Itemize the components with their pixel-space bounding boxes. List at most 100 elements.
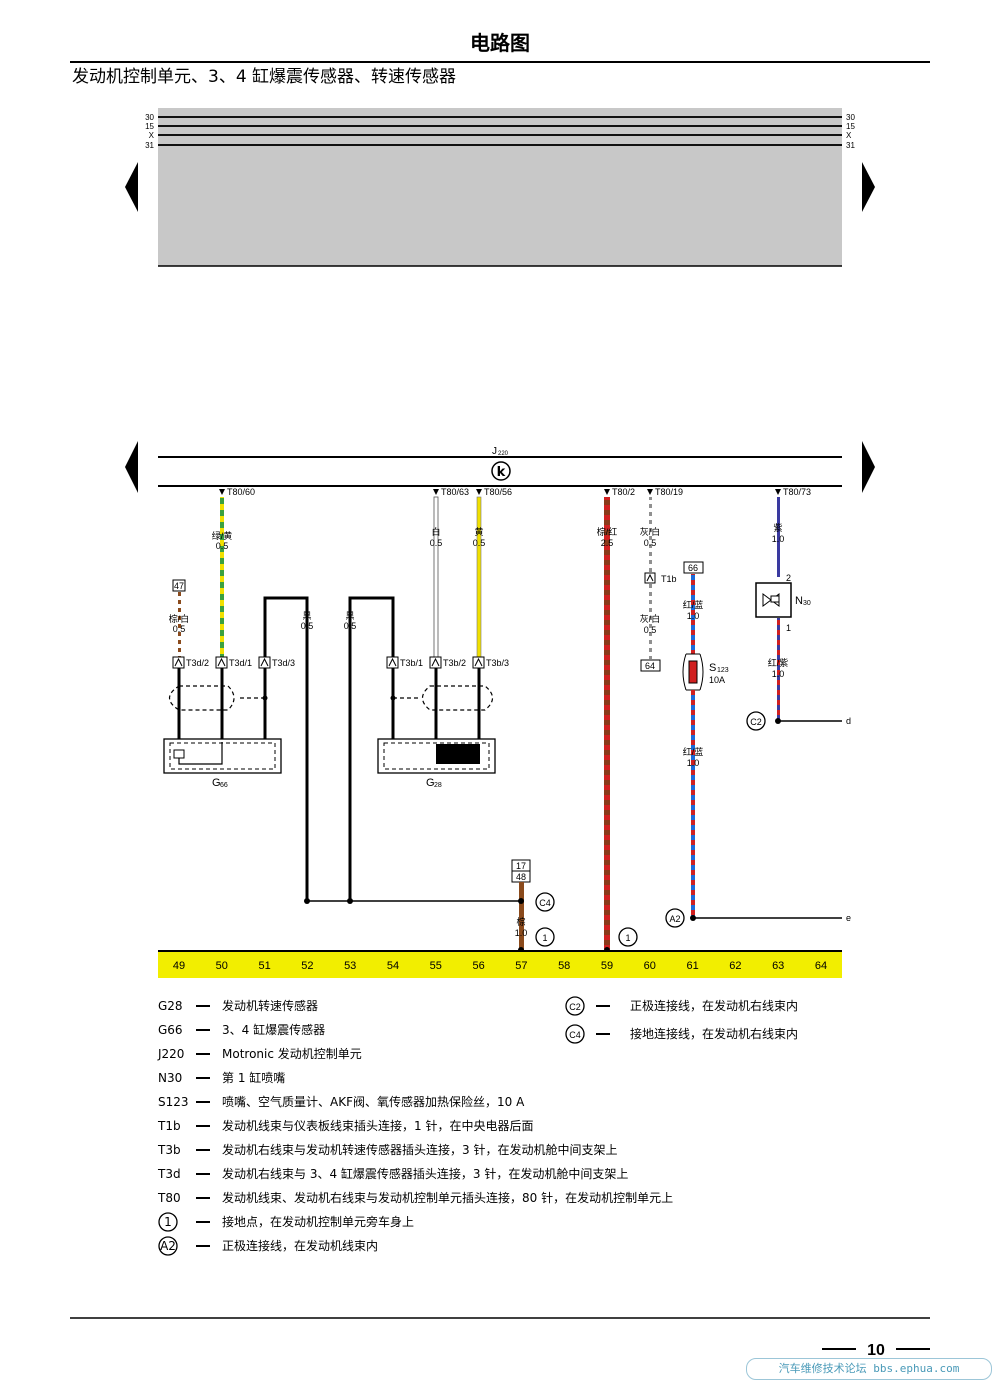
wire-gr-ws: 灰/白 0.5 T1b 灰/白 0.5 64 — [640, 497, 677, 672]
legend-code: S123 — [158, 1095, 189, 1109]
wire-br-size: 1.0 — [515, 928, 528, 938]
legend-code: T3b — [157, 1143, 181, 1157]
watermark: 汽车维修技术论坛 bbs.ephua.com — [746, 1358, 992, 1380]
legend-code: A2 — [160, 1239, 176, 1253]
legend-item: G66 3、4 缸爆震传感器 — [158, 1022, 325, 1037]
legend-description: 3、4 缸爆震传感器 — [222, 1022, 325, 1037]
pin-t80-63: T80/63 — [441, 487, 469, 497]
rail-label-x-left: X — [149, 131, 155, 140]
diagram-subtitle: 发动机控制单元、3、4 缸爆震传感器、转速传感器 — [72, 66, 456, 87]
knock-element-icon — [173, 749, 185, 759]
legend-description: 发动机右线束与 3、4 缸爆震传感器插头连接，3 针，在发动机舱中间支架上 — [222, 1166, 628, 1181]
prev-page-arrow-icon[interactable] — [125, 162, 138, 212]
power-rail-panel: 30 15 X 31 30 15 X 31 — [145, 108, 855, 267]
svg-text:A2: A2 — [669, 914, 680, 924]
track-number: 55 — [430, 960, 442, 972]
legend-code: 1 — [164, 1215, 172, 1229]
ecu-symbol-letter: k — [497, 465, 506, 480]
track-number: 64 — [815, 960, 827, 972]
ground-point-1a: 1 — [535, 927, 555, 947]
wire-black-1-size: 0.5 — [301, 621, 314, 631]
g28-shield — [421, 685, 494, 711]
track-number: 59 — [601, 960, 613, 972]
pin-t3d-2: T3d/2 — [186, 658, 209, 668]
wire-li-color: 紫 — [773, 523, 782, 533]
legend-item: 1 接地点，在发动机控制单元旁车身上 — [158, 1212, 414, 1232]
pin-t80-56: T80/56 — [484, 487, 512, 497]
rail-label-31-right: 31 — [846, 141, 855, 150]
track-number: 58 — [558, 960, 570, 972]
wire-yellow-size: 0.5 — [473, 538, 486, 548]
rail-label-30-left: 30 — [145, 113, 154, 122]
wire-br-ws-color: 棕/白 — [169, 613, 190, 624]
wire-gn-ye-color: 绿/黄 — [212, 530, 233, 541]
track-number: 54 — [387, 960, 399, 972]
wire-ro-bl: 66 红/蓝 1.0 S 123 10A 红/蓝 1.0 e — [682, 561, 851, 923]
g28-label-sub: 28 — [434, 782, 442, 789]
pin-t3b-3: T3b/3 — [486, 658, 509, 668]
pin-t80-73: T80/73 — [783, 487, 811, 497]
speed-sensor-g28: G 28 — [377, 668, 496, 789]
legend-description: 正极连接线，在发动机线束内 — [222, 1238, 378, 1253]
ref-66: 66 — [688, 563, 698, 573]
svg-text:1: 1 — [542, 933, 547, 943]
wire-ro-li-size: 1.0 — [772, 669, 785, 679]
ecu-pin-labels: T80/60 T80/63 T80/56 T80/2 T80/19 T80/73 — [219, 487, 811, 497]
rail-label-31-left: 31 — [145, 141, 154, 150]
legend-code: G66 — [158, 1023, 183, 1037]
n30-label-sub: 30 — [803, 600, 811, 607]
track-number: 62 — [729, 960, 741, 972]
wire-gr-ws-color-2: 灰/白 — [640, 613, 661, 624]
next-page-arrow-icon-2[interactable] — [862, 441, 875, 493]
legend-item: G28 发动机转速传感器 — [158, 998, 318, 1013]
pin-t3d-1: T3d/1 — [229, 658, 252, 668]
svg-text:1: 1 — [625, 933, 630, 943]
track-number: 60 — [644, 960, 656, 972]
wire-black-2-size: 0.5 — [344, 621, 357, 631]
legend-description: 第 1 缸喷嘴 — [222, 1070, 285, 1085]
legend-code: G28 — [158, 999, 183, 1013]
connector-c2: C2 — [746, 711, 766, 731]
ref-48: 48 — [516, 872, 526, 882]
ground-bus: 17 48 棕 1.0 — [304, 859, 610, 953]
wire-gn-ye: 绿/黄 0.5 — [212, 497, 233, 657]
ref-47: 47 — [174, 581, 184, 591]
ref-e: e — [846, 913, 851, 923]
g66-label: G — [212, 777, 221, 789]
legend-description: 发动机右线束与发动机转速传感器插头连接，3 针，在发动机舱中间支架上 — [222, 1142, 617, 1157]
wire-br-ro: 棕/红 2.5 — [597, 497, 618, 949]
track-number: 57 — [515, 960, 527, 972]
legend-code: N30 — [158, 1071, 182, 1085]
rail-label-15-right: 15 — [846, 122, 855, 131]
legend-description: 接地点，在发动机控制单元旁车身上 — [222, 1214, 414, 1229]
wire-black-1-color: 黑 — [302, 611, 311, 621]
wire-br-ro-size: 2.5 — [601, 538, 614, 548]
legend-description: 发动机转速传感器 — [222, 998, 318, 1013]
track-number: 53 — [344, 960, 356, 972]
wire-br-color: 棕 — [516, 916, 525, 927]
pin-t80-2: T80/2 — [612, 487, 635, 497]
track-number: 52 — [301, 960, 313, 972]
wire-ro-li-color: 红/紫 — [768, 657, 789, 668]
wire-white-size: 0.5 — [430, 538, 443, 548]
legend-item: A2 正极连接线，在发动机线束内 — [158, 1236, 378, 1256]
next-page-arrow-icon[interactable] — [862, 162, 875, 212]
fuse-icon — [688, 660, 698, 684]
connector-t3d: T3d/2 T3d/1 T3d/3 — [172, 656, 295, 669]
g28-label: G — [426, 777, 435, 789]
legend-description: 接地连接线，在发动机右线束内 — [630, 1026, 798, 1041]
pin-t80-19: T80/19 — [655, 487, 683, 497]
rail-label-30-right: 30 — [846, 113, 855, 122]
prev-page-arrow-icon-2[interactable] — [125, 441, 138, 493]
track-number: 50 — [216, 960, 228, 972]
legend-description: 发动机线束、发动机右线束与发动机控制单元插头连接，80 针，在发动机控制单元上 — [222, 1190, 673, 1205]
wire-br-ro-color: 棕/红 — [597, 526, 618, 537]
n30-label: N — [795, 595, 803, 607]
wire-gn-ye-size: 0.5 — [216, 541, 229, 551]
wire-black-2-color: 黑 — [345, 611, 354, 621]
